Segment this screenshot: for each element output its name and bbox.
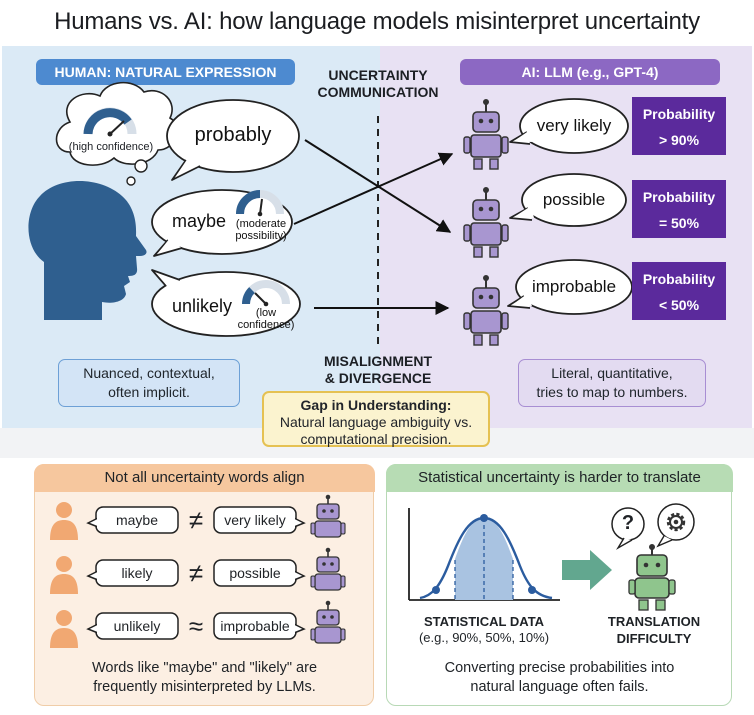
bubble-probably-text: probably [194,124,272,146]
bubble-improbable-text: improbable [531,277,617,296]
alignment-footer: Words like "maybe" and "likely" are freq… [34,659,375,697]
probability-box-low-value: < 50% [658,297,700,313]
misalignment-line2: & DIVERGENCE [324,370,432,386]
bubble-possible [509,173,627,227]
human-head-icon [28,181,147,320]
align-row-3-human: unlikely [113,618,161,634]
gap-title: Gap in Understanding: [300,397,452,413]
probability-box-mid-value: = 50% [658,215,700,231]
robot-icon-1 [463,99,509,170]
probability-box-low-title: Probability [642,271,716,287]
page-title: Humans vs. AI: how language models misin… [54,8,700,35]
align-row-3-ai: improbable [220,618,290,634]
stats-panel-header: Statistical uncertainty is harder to tra… [386,464,733,492]
align-bubble-human-2 [86,559,179,587]
alignment-footer-line2: frequently misinterpreted by LLMs. [93,679,316,695]
bubble-probably [166,99,300,181]
align-row-1-ai: very likely [224,512,286,528]
bell-point-2 [480,514,488,522]
statistical-data-label: STATISTICAL DATA [423,614,545,629]
alignment-footer-line1: Words like "maybe" and "likely" are [91,660,318,676]
human-header: HUMAN: NATURAL EXPRESSION [36,59,295,85]
bubble-maybe [151,189,293,257]
small-robot-icon-3 [310,600,346,644]
misalignment-line1: MISALIGNMENT [323,353,433,369]
bubble-possible-text: possible [542,190,606,209]
person-icon-3 [50,610,78,648]
align-bubble-human-1 [86,506,179,534]
uncertainty-line2: COMMUNICATION [317,84,439,100]
gauge-low-label: (low confidence) [230,307,302,331]
align-bubble-ai-2 [213,559,306,587]
human-note-line2: often implicit. [108,384,190,400]
green-robot-icon [628,544,676,611]
align-row-2-ai: possible [229,565,281,581]
translation-line1: TRANSLATION [607,614,701,629]
gauge-moderate-icon [236,190,284,217]
gauge-moderate-line1: (moderate [235,218,287,230]
translation-line2: DIFFICULTY [616,631,692,646]
person-icon-2 [50,556,78,594]
robot-icon-3 [463,275,509,346]
bubble-improbable [507,259,633,315]
align-row-1-human: maybe [115,512,159,528]
gear-icon [666,512,686,532]
human-note: Nuanced, contextual, often implicit. [58,359,240,407]
bubble-maybe-text: maybe [171,211,227,231]
human-note-line1: Nuanced, contextual, [83,365,215,381]
stats-footer-line2: natural language often fails. [470,679,649,695]
statistical-data-examples: (e.g., 90%, 50%, 10%) [418,630,550,645]
gauge-high-icon [83,107,137,137]
align-row-1-symbol: ≠ [188,505,204,535]
uncertainty-line1: UNCERTAINTY [328,67,428,83]
probability-box-high-title: Probability [642,106,716,122]
misalignment-label: MISALIGNMENT & DIVERGENCE [300,353,456,387]
right-arrow-icon [562,550,612,590]
gauge-high-label: (high confidence) [68,141,154,153]
gap-line1: Natural language ambiguity vs. [279,414,473,430]
bubble-very-likely [509,98,629,154]
probability-box-high: Probability > 90% [632,97,726,155]
align-bubble-ai-3 [213,612,306,640]
align-row-2-human: likely [121,565,153,581]
gauge-low-line1: (low [255,307,277,319]
robot-icon-2 [463,187,509,258]
bell-point-1 [432,586,440,594]
bell-curve-area [455,518,513,600]
person-icon-1 [50,502,78,540]
bubble-unlikely-text: unlikely [171,296,233,316]
bubble-very-likely-text: very likely [536,116,612,135]
gauge-moderate-line2: possibility) [235,230,287,242]
stats-footer: Converting precise probabilities into na… [386,659,733,697]
align-bubble-human-3 [86,612,179,640]
gauge-low-icon [242,280,290,307]
gap-line2: computational precision. [300,431,452,447]
align-row-3-symbol: ≈ [188,611,204,641]
ai-note-line1: Literal, quantitative, [551,365,673,381]
question-mark-icon: ? [621,512,635,534]
ai-note-line2: tries to map to numbers. [536,384,688,400]
ai-note: Literal, quantitative, tries to map to n… [518,359,706,407]
small-robot-icon-2 [310,547,346,591]
probability-box-mid: Probability = 50% [632,180,726,238]
translation-difficulty-label: TRANSLATION DIFFICULTY [600,613,708,647]
gap-in-understanding-box: Gap in Understanding: Natural language a… [262,391,490,447]
gauge-low-line2: confidence) [237,319,295,331]
probability-box-mid-title: Probability [642,189,716,205]
align-bubble-ai-1 [213,506,306,534]
bell-point-3 [528,586,536,594]
alignment-panel-header: Not all uncertainty words align [34,464,375,492]
uncertainty-communication-label: UNCERTAINTY COMMUNICATION [300,67,456,101]
small-robot-icon-1 [310,494,346,538]
gauge-moderate-label: (moderate possibility) [226,218,296,242]
align-row-2-symbol: ≠ [188,558,204,588]
stats-footer-line1: Converting precise probabilities into [444,660,675,676]
probability-box-low: Probability < 50% [632,262,726,320]
arrow-maybe-to-very-likely [293,152,454,225]
probability-box-high-value: > 90% [658,132,700,148]
ai-header: AI: LLM (e.g., GPT-4) [460,59,720,85]
